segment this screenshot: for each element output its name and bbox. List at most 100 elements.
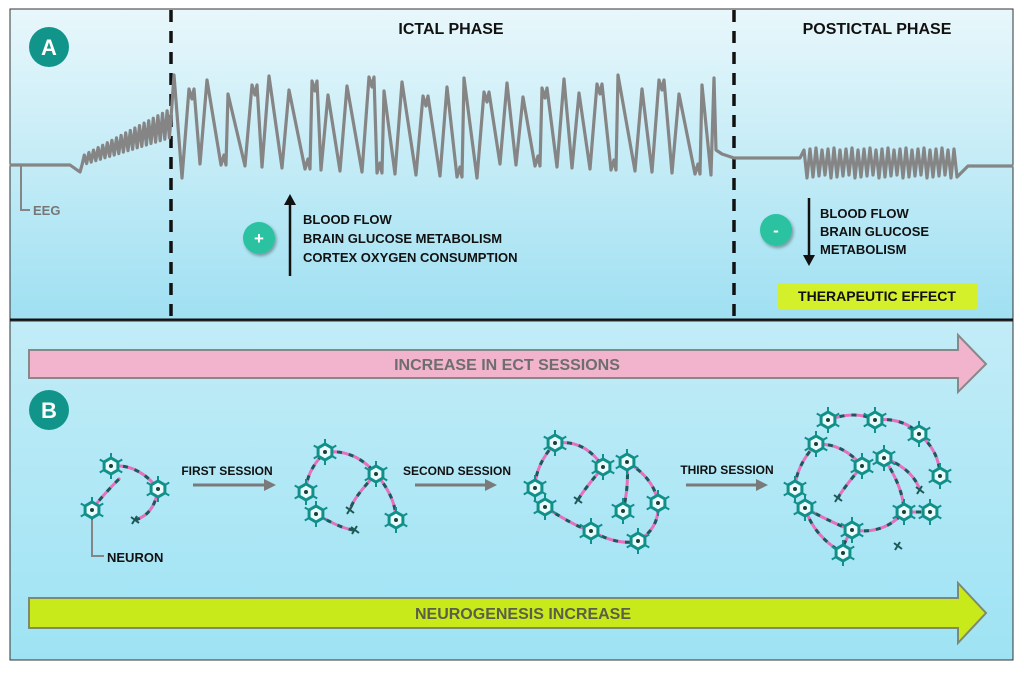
- ictal-effect-item: BLOOD FLOW: [303, 212, 393, 227]
- neuron-nucleus: [601, 465, 605, 469]
- neuron-icon: [646, 490, 670, 516]
- neuron-nucleus: [304, 490, 308, 494]
- neurogenesis-arrow: NEUROGENESIS INCREASE: [28, 580, 988, 646]
- ictal-phase-title: ICTAL PHASE: [398, 21, 504, 38]
- step-arrow-icon: [264, 479, 276, 491]
- neuron-icon: [611, 498, 635, 524]
- neuron-nucleus: [860, 464, 864, 468]
- postictal-phase-title: POSTICTAL PHASE: [803, 21, 952, 38]
- neuron-icon: [840, 517, 864, 543]
- session-step-3: THIRD SESSION: [680, 463, 774, 491]
- axon-terminal: [833, 493, 843, 503]
- neuron-nucleus: [109, 464, 113, 468]
- down-arrow-icon: [803, 255, 815, 266]
- badge-a-label: A: [41, 35, 57, 60]
- neuron-icon: [146, 476, 170, 502]
- neuron-nucleus: [917, 432, 921, 436]
- neuron-icon: [831, 540, 855, 566]
- neuron-nucleus: [625, 460, 629, 464]
- neurogenesis-arrow-shape: [28, 580, 988, 646]
- neuron-icon: [863, 407, 887, 433]
- ictal-effects: + BLOOD FLOW BRAIN GLUCOSE METABOLISM CO…: [243, 194, 518, 276]
- neuron-icon: [907, 421, 931, 447]
- axon-terminal: [573, 495, 583, 505]
- neuron-icon: [313, 439, 337, 465]
- increase-sign-circle: [243, 222, 275, 254]
- step-label: FIRST SESSION: [181, 464, 272, 478]
- postictal-effect-item: METABOLISM: [820, 242, 906, 257]
- eeg-label: EEG: [33, 203, 60, 218]
- neuron-icon: [579, 518, 603, 544]
- neuron-nucleus: [873, 418, 877, 422]
- neuron-label: NEURON: [107, 550, 163, 565]
- badge-a: A: [29, 27, 69, 67]
- neuron-nucleus: [314, 512, 318, 516]
- badge-b-circle: [29, 390, 69, 430]
- badge-a-circle: [29, 27, 69, 67]
- eeg-trace: [9, 73, 1014, 180]
- up-arrow-icon: [284, 194, 296, 205]
- neuron-nucleus: [803, 506, 807, 510]
- neuron-icon: [80, 497, 104, 523]
- ect-sessions-arrow-label: INCREASE IN ECT SESSIONS: [394, 357, 620, 374]
- ect-sessions-arrow-shape: [28, 332, 988, 395]
- step-label: THIRD SESSION: [680, 463, 773, 477]
- ictal-effect-item: BRAIN GLUCOSE METABOLISM: [303, 231, 502, 246]
- plus-icon: +: [254, 229, 264, 248]
- neuron-icon: [294, 479, 318, 505]
- session-step-2: SECOND SESSION: [403, 464, 511, 491]
- axon-terminal: [915, 485, 925, 495]
- axon-terminal: [350, 525, 360, 535]
- ect-sessions-arrow: INCREASE IN ECT SESSIONS: [28, 332, 988, 395]
- neuron-nucleus: [156, 487, 160, 491]
- neuron-nucleus: [543, 505, 547, 509]
- minus-icon: -: [773, 221, 779, 240]
- neurogenesis-arrow-label: NEUROGENESIS INCREASE: [415, 606, 631, 623]
- postictal-effect-item: BLOOD FLOW: [820, 206, 910, 221]
- neuron-icon: [816, 407, 840, 433]
- neuron-nucleus: [589, 529, 593, 533]
- neuron-nucleus: [90, 508, 94, 512]
- therapeutic-effect-label: THERAPEUTIC EFFECT: [798, 288, 956, 304]
- neuron-nucleus: [826, 418, 830, 422]
- neuron-icon: [523, 475, 547, 501]
- neuron-icon: [543, 430, 567, 456]
- neuron-callout-line: [91, 520, 104, 557]
- step-label: SECOND SESSION: [403, 464, 511, 478]
- step-arrow-icon: [485, 479, 497, 491]
- neuron-nucleus: [841, 551, 845, 555]
- badge-b-label: B: [41, 398, 57, 423]
- ictal-effect-item: CORTEX OXYGEN CONSUMPTION: [303, 250, 518, 265]
- panel-a: A ICTAL PHASE POSTICTAL PHASE EEG + BLOO…: [9, 8, 1014, 321]
- neuron-nucleus: [621, 509, 625, 513]
- neuron-nucleus: [636, 539, 640, 543]
- neuron-icon: [892, 499, 916, 525]
- neuron-networks: [80, 407, 952, 566]
- neuron-icon: [364, 461, 388, 487]
- panel-b: INCREASE IN ECT SESSIONS B FIRST SESSION…: [9, 320, 1014, 661]
- neuron-nucleus: [656, 501, 660, 505]
- neuron-nucleus: [814, 442, 818, 446]
- badge-b: B: [29, 390, 69, 430]
- neuron-icon: [793, 495, 817, 521]
- neuron-icon: [804, 431, 828, 457]
- neuron-nucleus: [850, 528, 854, 532]
- neuron-icon: [626, 528, 650, 554]
- neuron-icon: [304, 501, 328, 527]
- neuron-nucleus: [553, 441, 557, 445]
- neuron-icon: [615, 449, 639, 475]
- neuron-icon: [533, 494, 557, 520]
- postictal-effects: - BLOOD FLOW BRAIN GLUCOSE METABOLISM: [760, 198, 929, 266]
- neuron-nucleus: [374, 472, 378, 476]
- neuron-nucleus: [793, 487, 797, 491]
- neuron-nucleus: [938, 474, 942, 478]
- step-arrow-icon: [756, 479, 768, 491]
- axon-terminal: [893, 541, 903, 551]
- therapeutic-effect-badge: THERAPEUTIC EFFECT: [777, 283, 978, 309]
- neuron-nucleus: [928, 510, 932, 514]
- neuron-nucleus: [394, 518, 398, 522]
- neuron-icon: [850, 453, 874, 479]
- session-step-1: FIRST SESSION: [181, 464, 276, 491]
- neuron-nucleus: [323, 450, 327, 454]
